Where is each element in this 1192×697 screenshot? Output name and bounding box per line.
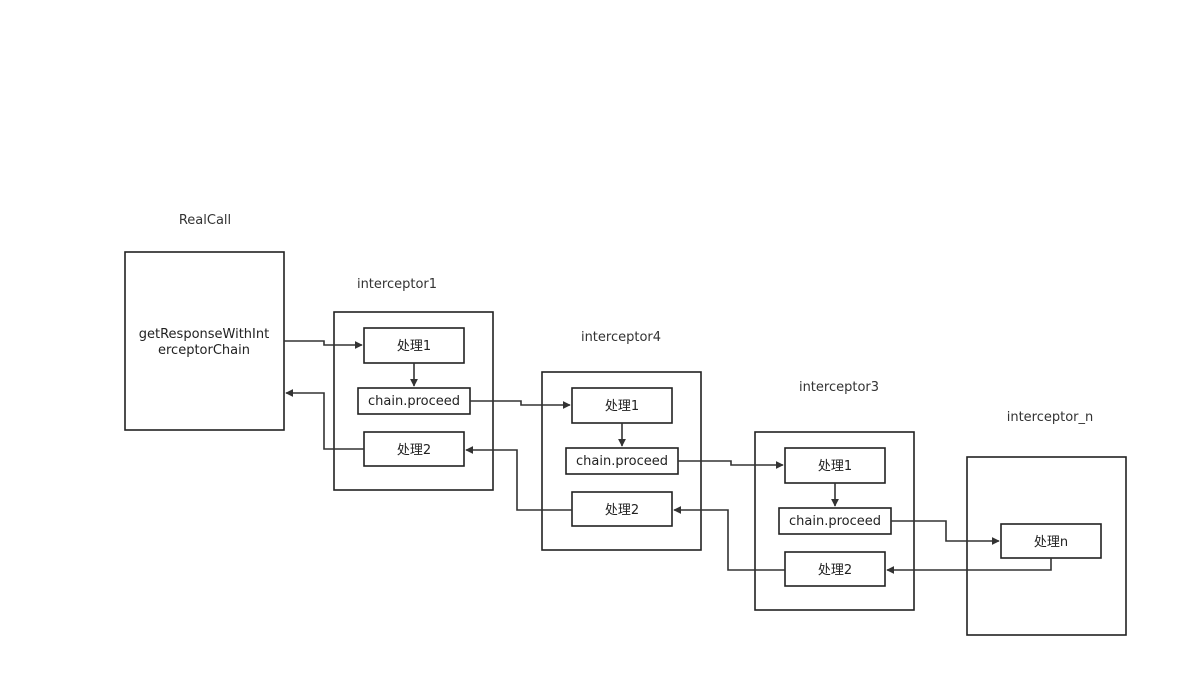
interceptor3-proceed-box [778, 507, 892, 535]
arrow-realcall-to-i1-step1 [284, 340, 363, 349]
interceptor1-proceed-label: chain.proceed [368, 394, 460, 409]
realcall-method-line2: erceptorChain [158, 343, 250, 358]
interceptor-n-title: interceptor_n [1007, 410, 1094, 425]
interceptor3-title: interceptor3 [799, 380, 879, 395]
arrow-i3-step2-to-i4-step2 [673, 506, 785, 571]
interceptor3-proceed-label: chain.proceed [789, 514, 881, 529]
interceptor4-title: interceptor4 [581, 330, 661, 345]
interceptor1-step2-label: 处理2 [397, 443, 431, 458]
interceptor1-title: interceptor1 [357, 277, 437, 292]
arrow-n-step-to-i3-step2 [886, 558, 1052, 574]
interceptor4-step2-label: 处理2 [605, 503, 639, 518]
realcall-title: RealCall [179, 213, 231, 228]
arrow-i1-proceed-to-i4-step1 [470, 400, 571, 409]
realcall-method-line1: getResponseWithInt [139, 327, 269, 342]
interceptor3-step2-label: 处理2 [818, 563, 852, 578]
interceptor1-step2-box [363, 431, 465, 467]
interceptor4-proceed-box [565, 447, 679, 475]
interceptor3-step1-label: 处理1 [818, 459, 852, 474]
interceptor-n-step-label: 处理n [1034, 535, 1068, 550]
arrow-i4-step2-to-i1-step2 [465, 446, 572, 511]
interceptor3-step2-box [784, 551, 886, 587]
interceptor3-step1-box [784, 447, 886, 484]
arrow-i3-proceed-to-n-step [891, 520, 1000, 545]
interceptor4-step2-box [571, 491, 673, 527]
arrow-i1-step2-to-realcall [285, 389, 364, 450]
realcall-box [124, 251, 285, 431]
interceptor1-step1-label: 处理1 [397, 339, 431, 354]
interceptor4-proceed-label: chain.proceed [576, 454, 668, 469]
interceptor4-step1-label: 处理1 [605, 399, 639, 414]
arrow-i4-proceed-to-i3-step1 [678, 460, 784, 469]
